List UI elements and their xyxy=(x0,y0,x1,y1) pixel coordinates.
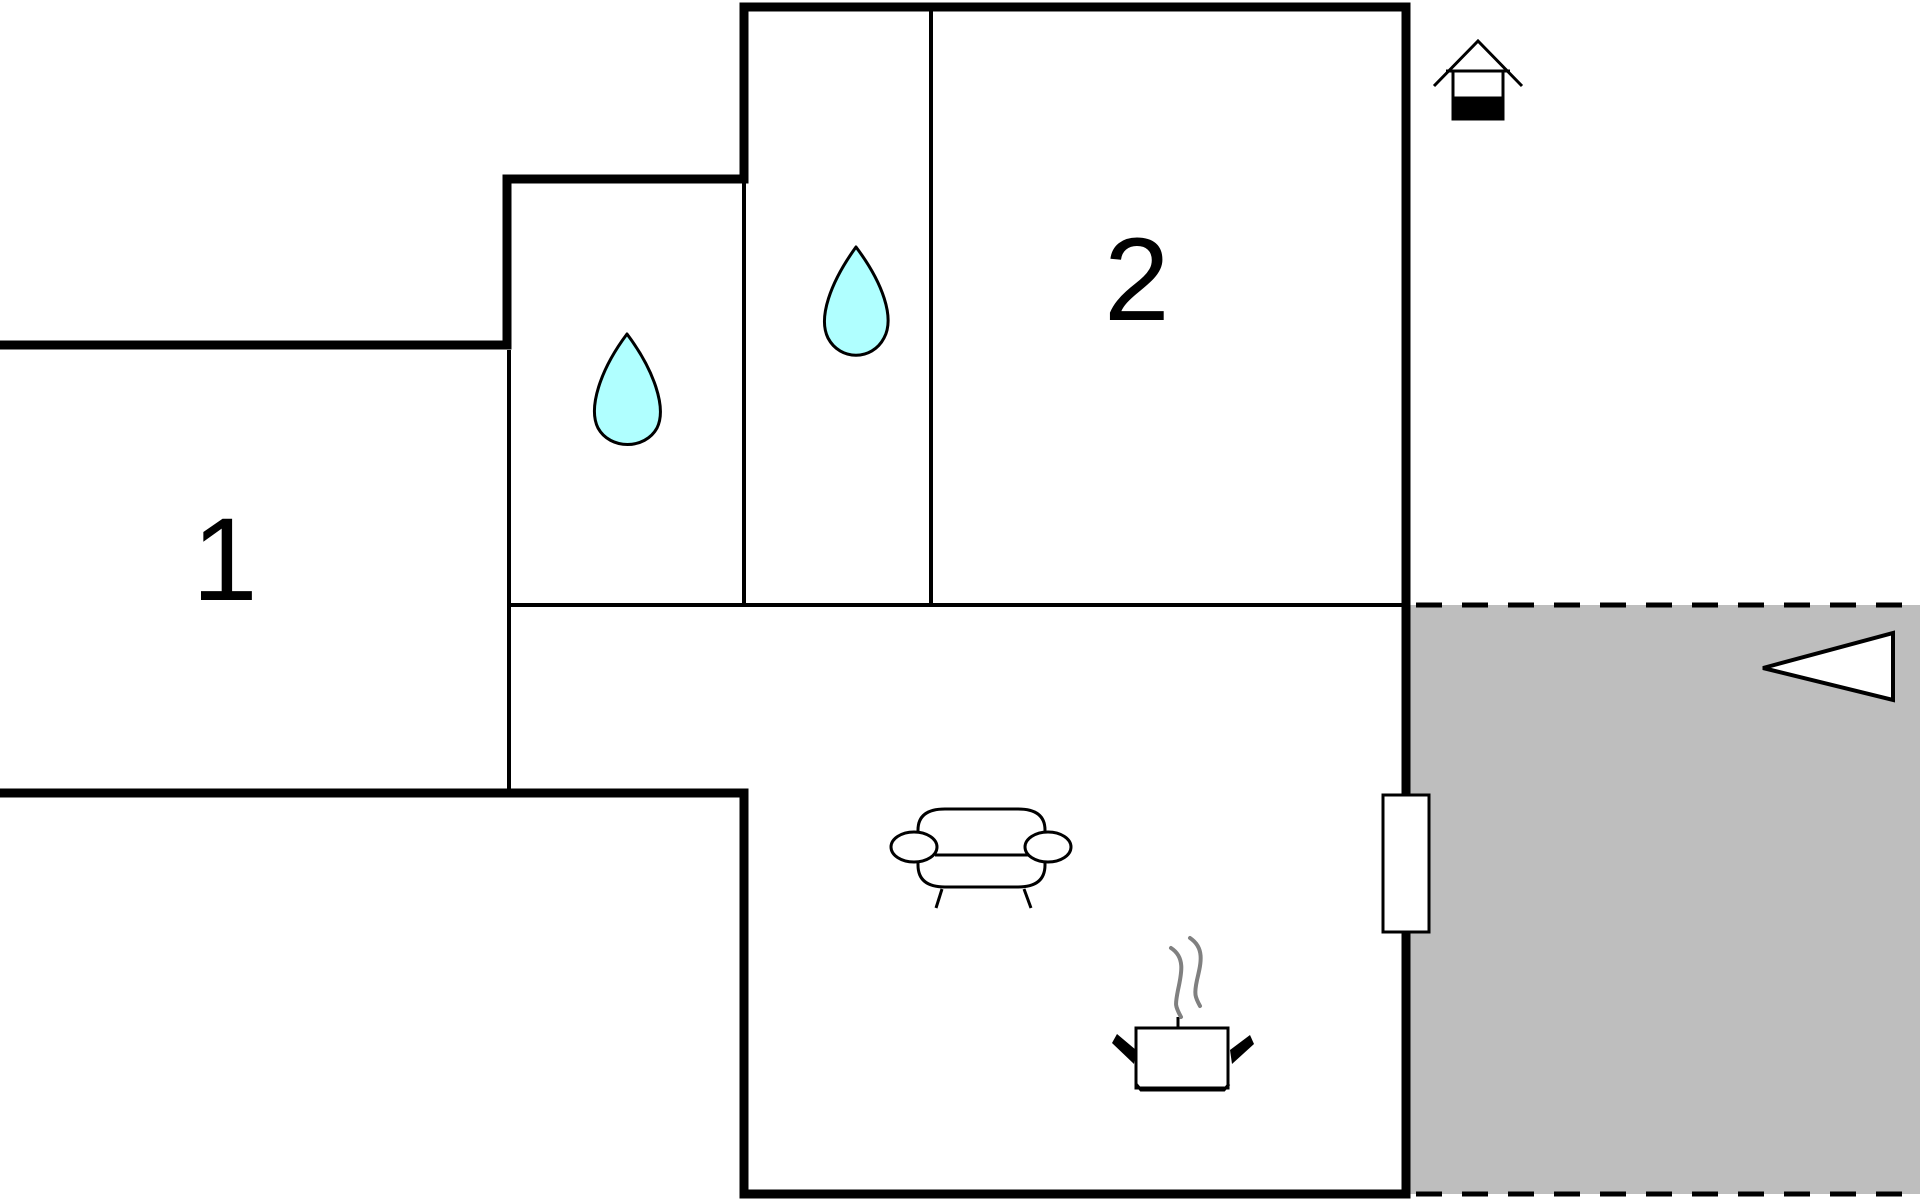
north-arrow-icon xyxy=(1762,630,1895,703)
cooking-pot-icon xyxy=(1112,936,1254,1092)
room-number-2: 2 xyxy=(1104,214,1170,346)
wall-lower-outline xyxy=(0,788,1411,1199)
room-number-1: 1 xyxy=(192,494,258,626)
interior-walls xyxy=(507,8,1406,793)
house-well-icon xyxy=(1432,38,1524,121)
exterior-walls xyxy=(0,2,1411,1199)
water-drop-icon xyxy=(593,332,662,446)
terrace-area xyxy=(1406,605,1920,1194)
door-icon xyxy=(1381,793,1431,934)
terrace xyxy=(1406,602,1920,1197)
sofa-icon xyxy=(889,807,1073,909)
wall-upper-outline xyxy=(0,2,1411,1199)
water-drop-icon xyxy=(823,245,890,357)
